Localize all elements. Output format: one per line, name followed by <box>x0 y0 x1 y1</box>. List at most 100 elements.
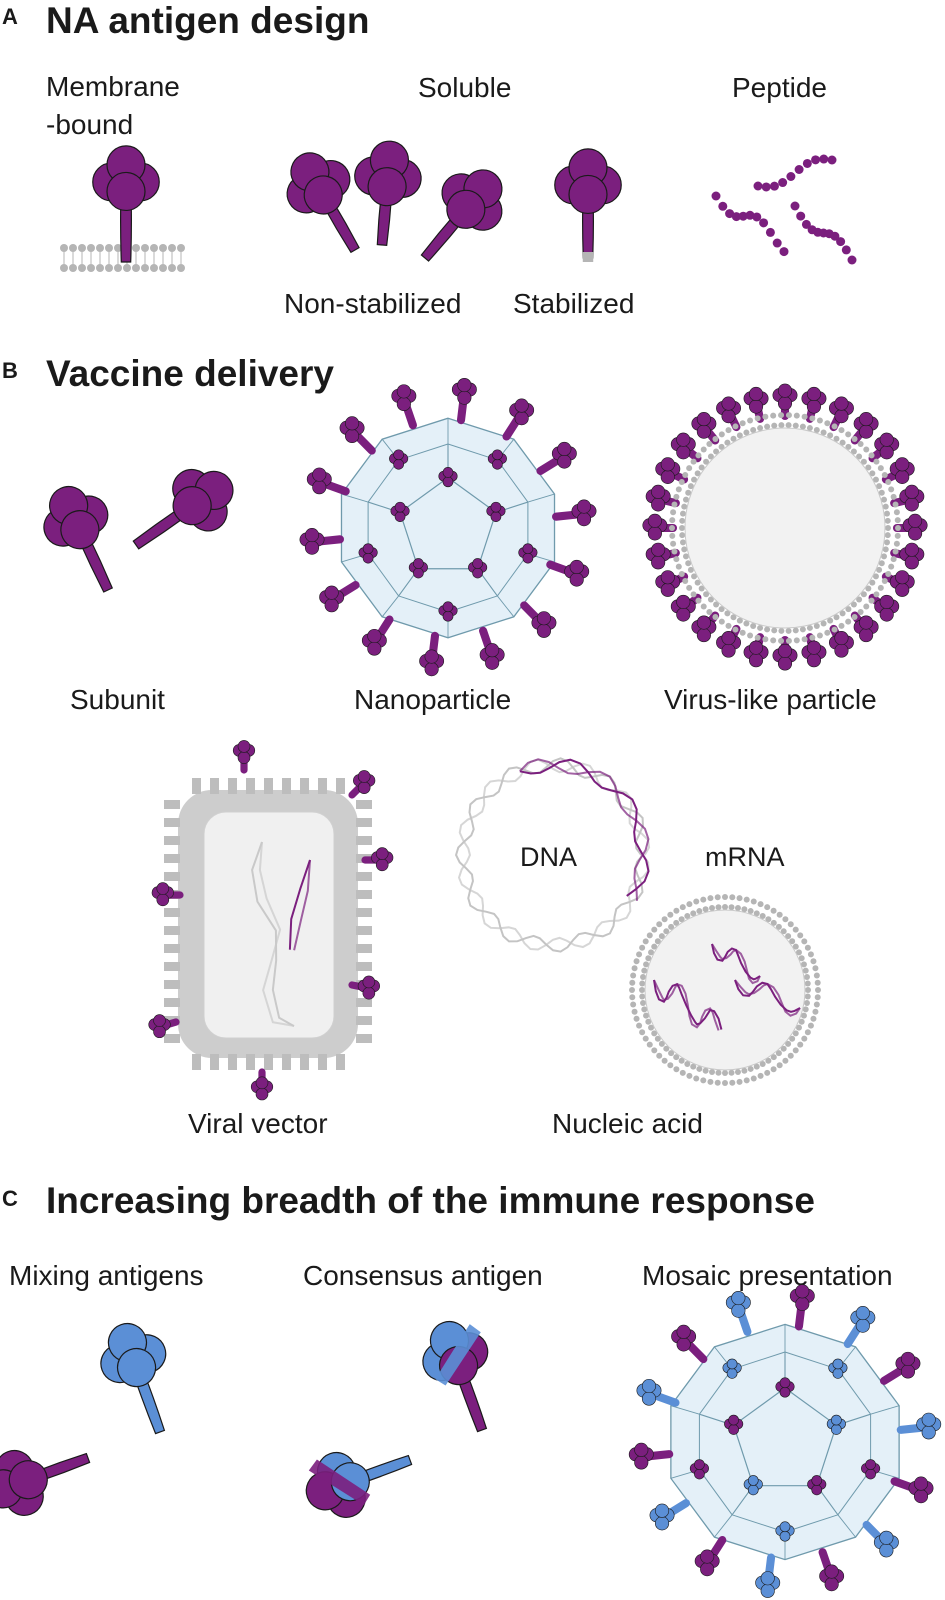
capsid-protein <box>164 926 180 935</box>
lipid-head <box>690 910 697 917</box>
spike-head <box>904 555 919 570</box>
viral-vector <box>148 740 394 1101</box>
outer-spike <box>361 628 387 656</box>
capsid-protein <box>264 1054 273 1070</box>
lipid-head <box>636 1022 643 1029</box>
lipid-head <box>693 1075 700 1082</box>
lipid-head <box>845 443 852 450</box>
lipid-head <box>734 1068 741 1075</box>
vlp-spike <box>691 412 717 439</box>
lipid-head <box>882 546 889 553</box>
lipid-head <box>654 938 661 945</box>
lipid-head <box>810 958 817 965</box>
spike-head <box>806 399 821 414</box>
lipid-head <box>645 1018 652 1025</box>
spike-head <box>367 641 382 656</box>
lipid-head <box>682 578 689 585</box>
lipid-head <box>87 264 95 272</box>
lipid-head <box>678 1057 685 1064</box>
lipid-head <box>813 427 820 434</box>
lipid-head <box>813 622 820 629</box>
spike-head <box>651 497 666 512</box>
capsid-protein <box>192 1054 201 1070</box>
lipid-head <box>810 1015 817 1022</box>
lipid-head <box>671 548 678 555</box>
capsid-protein <box>356 1016 372 1025</box>
spike-head <box>749 386 764 402</box>
outer-spike <box>649 1503 675 1531</box>
capsid-protein <box>164 818 180 827</box>
lipid-head <box>734 905 741 912</box>
plasmid-na-insert <box>519 758 650 901</box>
lipid-head <box>78 244 86 252</box>
spike-head <box>879 1530 894 1545</box>
lipid-head <box>96 264 104 272</box>
peptide-chain-1 <box>753 154 837 192</box>
lipid-head <box>750 427 757 434</box>
capsid-protein <box>228 1054 237 1070</box>
spike-head <box>904 542 919 557</box>
spike-stalk <box>652 1391 680 1407</box>
lipid-head <box>850 601 857 608</box>
vertex-antigen-subunit <box>442 476 454 488</box>
lipid-head <box>851 614 858 621</box>
lipid-head <box>682 496 689 503</box>
outer-spike <box>551 441 577 469</box>
lipid-head <box>732 626 739 633</box>
spike-head <box>660 570 675 585</box>
spike-head <box>557 454 572 469</box>
lipid-head <box>885 525 891 531</box>
lipid-head <box>703 591 710 598</box>
peptide-bead <box>731 212 741 222</box>
spike-head <box>676 607 691 622</box>
lipid-head <box>778 412 785 419</box>
lipid-head <box>806 425 813 432</box>
spike-head <box>806 640 821 655</box>
spike-head <box>859 628 874 643</box>
outer-spike <box>509 398 535 426</box>
lipid-head <box>168 264 176 272</box>
spike-head <box>660 582 675 597</box>
lipid-head <box>685 560 692 567</box>
spike-stalk <box>348 784 363 799</box>
spike-head <box>760 1583 775 1598</box>
spike-head <box>569 572 584 587</box>
spike-head <box>895 582 910 597</box>
spike-head <box>485 643 500 658</box>
vlp-spike <box>645 484 671 512</box>
cage-edge <box>367 553 400 597</box>
vertex-antigen-subunit <box>394 501 406 513</box>
subunit-antigen-1 <box>43 485 114 593</box>
peptide-bead <box>772 238 782 248</box>
spike-head <box>641 1391 657 1406</box>
antigen-head-subunit <box>8 1460 48 1500</box>
spike-head <box>569 559 584 575</box>
lipid-head <box>651 1030 658 1037</box>
lipid-head <box>722 894 728 900</box>
consensus-antigen-label: Consensus antigen <box>303 1260 543 1291</box>
lipid-head <box>643 1012 650 1019</box>
lipid-head <box>770 412 777 419</box>
spike-head <box>312 467 327 482</box>
lipid-head <box>736 617 743 624</box>
lipid-head <box>881 553 888 560</box>
lipid-head <box>850 448 857 455</box>
peptide-bead <box>827 155 837 165</box>
plasmid-backbone <box>454 757 651 953</box>
panel-b-letter: B <box>2 358 18 383</box>
lipid-head <box>770 907 777 914</box>
vertex-antigen-subunit <box>694 1468 705 1480</box>
lipid-head <box>715 904 722 911</box>
lipid-head <box>651 1047 658 1054</box>
spike-head <box>647 513 662 528</box>
spike-head <box>795 1296 810 1311</box>
lipid-head <box>675 563 682 570</box>
lipid-head <box>695 452 702 459</box>
lipid-head <box>629 994 636 1001</box>
lipid-head <box>753 1063 760 1070</box>
subunit-antigen-2 <box>132 468 234 550</box>
lipid-head <box>856 596 863 603</box>
lipid-head <box>728 1069 735 1076</box>
peptide-bead <box>738 211 748 221</box>
lipid-head <box>792 1030 799 1037</box>
